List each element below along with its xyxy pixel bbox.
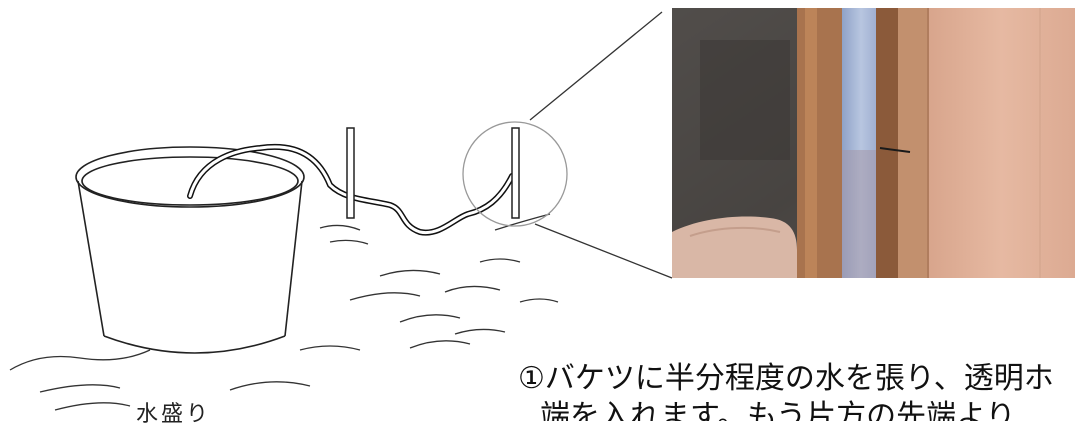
bucket-caption: 水盛り: [136, 402, 212, 427]
magnifier-callout: [462, 11, 673, 279]
ground-lines: [9, 213, 559, 411]
closeup-photo: [672, 8, 1075, 278]
step-line-2: 端を入れます。もう片方の先端より: [540, 399, 1016, 421]
stakes: [346, 127, 520, 219]
hose: [187, 143, 515, 236]
step-instruction: ①バケツに半分程度の水を張り、透明ホ 端を入れます。もう片方の先端より: [518, 360, 1075, 421]
step-line-1: ①バケツに半分程度の水を張り、透明ホ: [518, 361, 1054, 396]
bucket: [75, 146, 305, 354]
